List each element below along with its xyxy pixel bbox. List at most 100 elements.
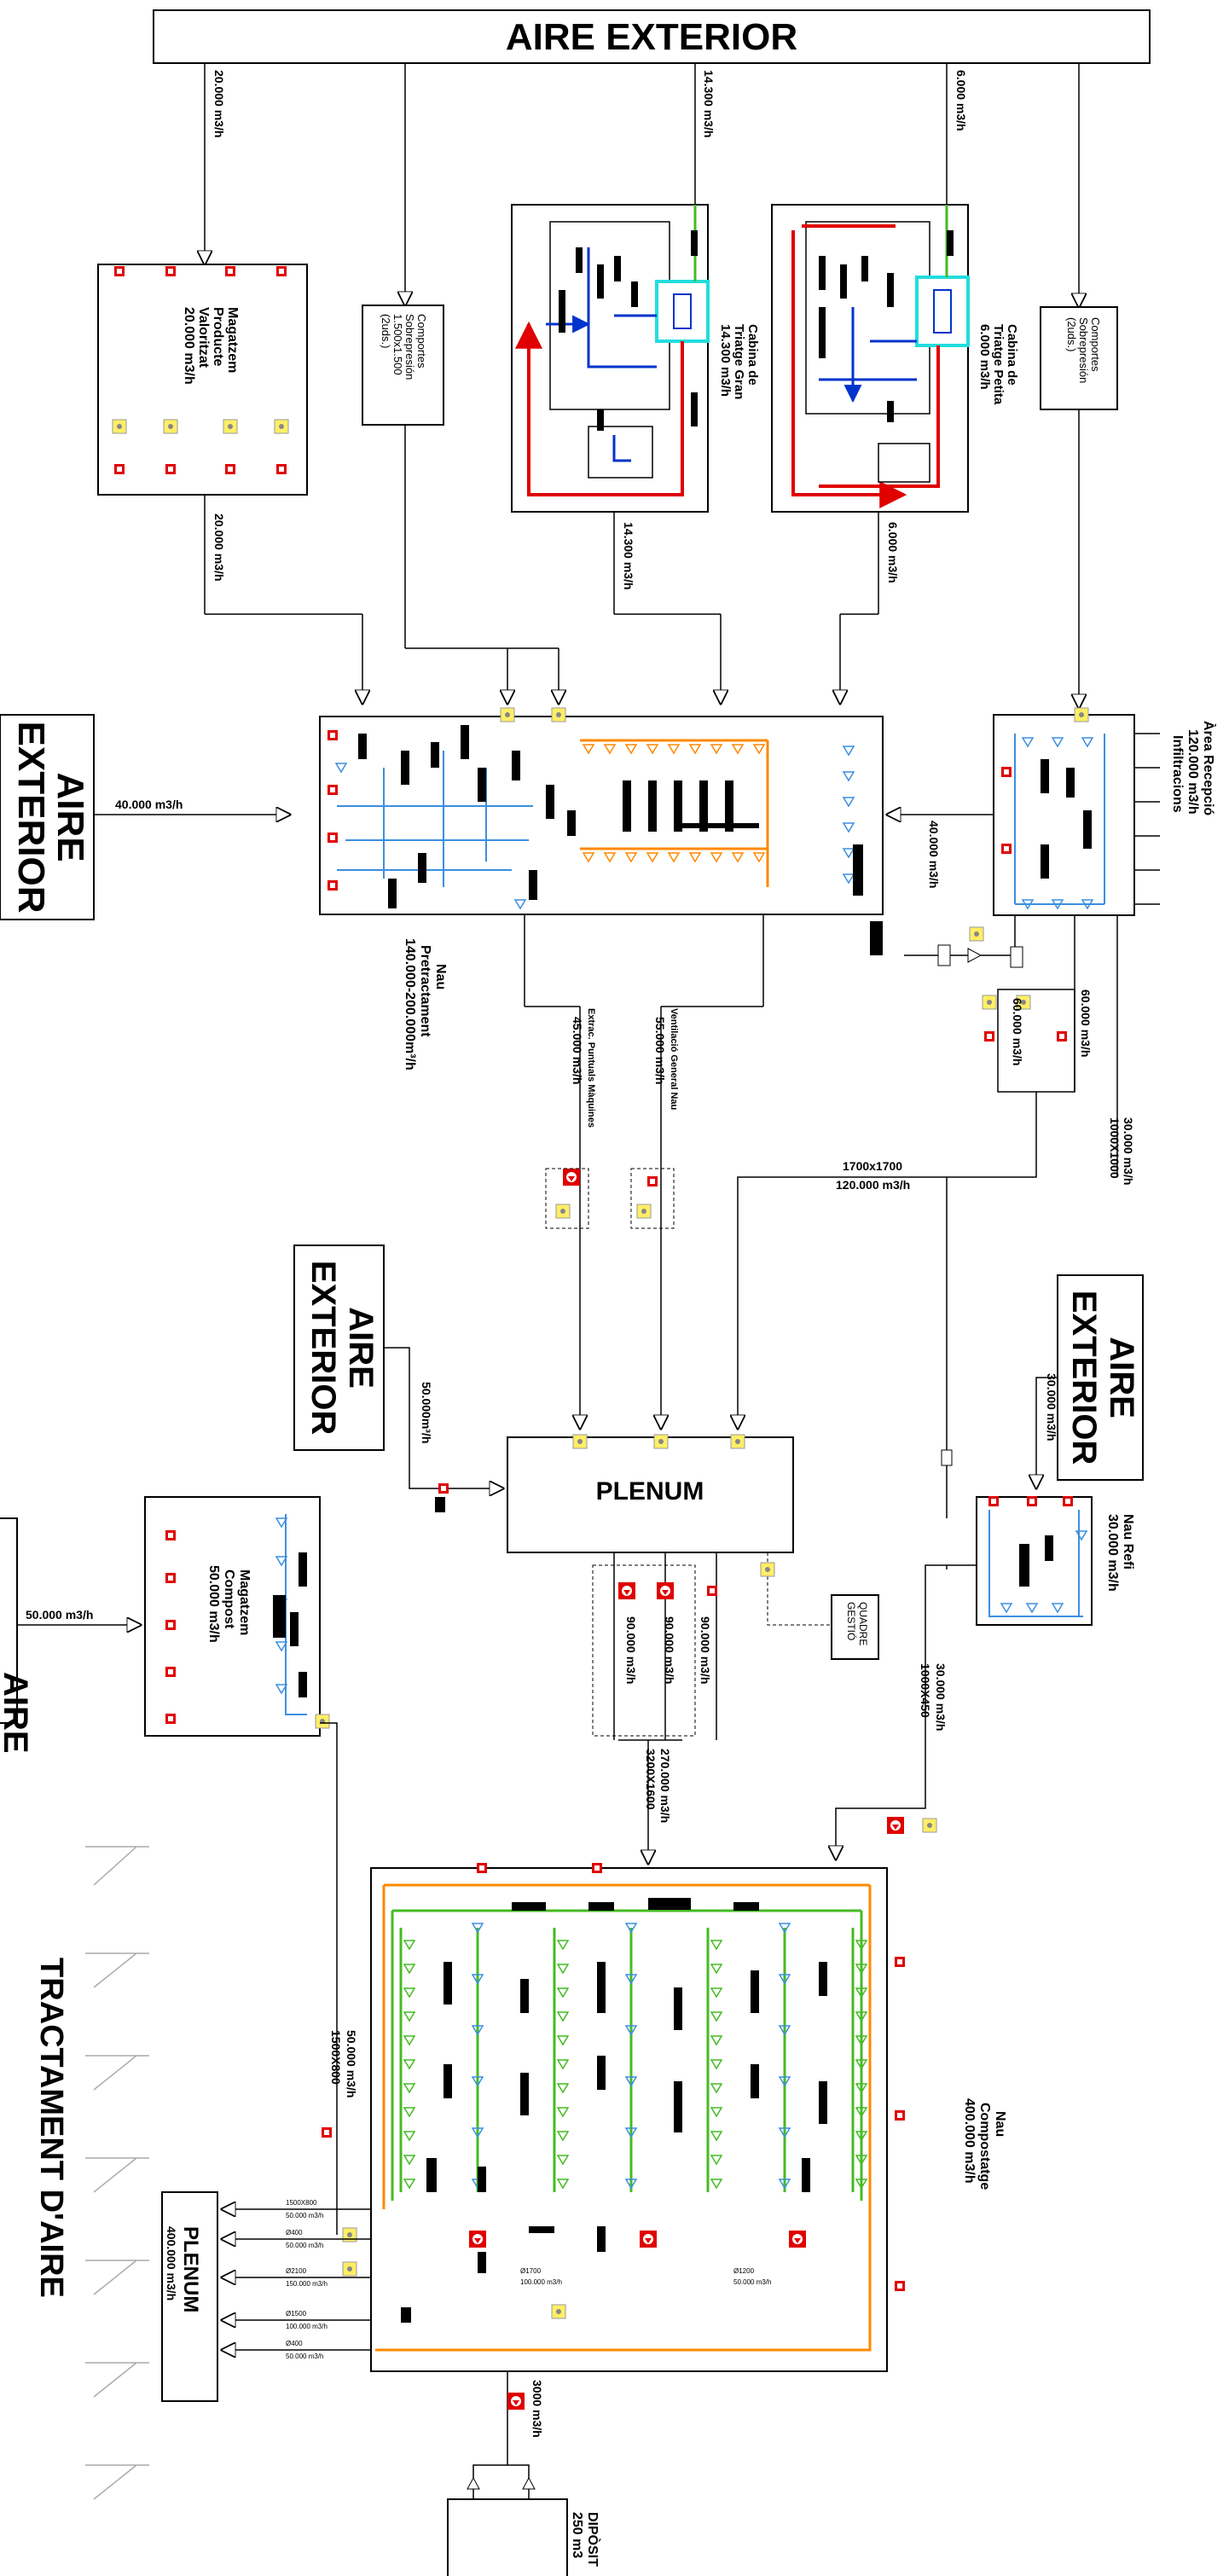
comportes-1-label: Comportes Sobrepresión 1.500x1.500 (2uds… (380, 314, 428, 380)
svg-text:100.000 m3/h: 100.000 m3/h (286, 2323, 328, 2330)
svg-text:6.000 m3/h: 6.000 m3/h (977, 324, 992, 390)
aire-exterior-right-l2: EXTERIOR (1065, 1291, 1103, 1465)
nau-pretractament-box (319, 716, 884, 915)
duct-size-labels: 1500X800 50.000 m3/h Ø400 50.000 m3/h Ø210… (286, 2199, 771, 2360)
quadre-gestio-label: QUADRE GESTIÓ (845, 1602, 869, 1645)
svg-text:14.300 m3/h: 14.300 m3/h (718, 324, 733, 397)
svg-text:Nau Refi: Nau Refi (1121, 1514, 1135, 1569)
diposit-box (447, 2498, 568, 2576)
cabina-petita-box (771, 204, 969, 513)
flow-14300-top: 14.300 m3/h (702, 70, 716, 137)
nau-refi-label: Nau Refi 30.000 m3/h (1105, 1514, 1135, 1592)
flow-90000-a: 90.000 m3/h (624, 1616, 638, 1684)
aire-exterior-mid-l1: AIRE (342, 1307, 380, 1389)
area-recepcio-box (993, 714, 1135, 916)
svg-text:Compost: Compost (222, 1569, 236, 1629)
svg-text:20.000 m3/h: 20.000 m3/h (182, 307, 196, 385)
aire-exterior-mid-box (293, 1244, 385, 1451)
flow-120000: 120.000 m3/h (836, 1178, 910, 1192)
svg-text:150.000 m3/h: 150.000 m3/h (286, 2280, 328, 2288)
flow-60000-a: 60.000 m3/h (1079, 989, 1093, 1057)
ventilacio-label: Ventilació General Nau (669, 1008, 679, 1110)
plenum-2-flow: 400.000 m3/h (165, 2226, 178, 2300)
svg-text:Nau: Nau (993, 2111, 1007, 2137)
area-recepcio-label: Àrea Recepció 120.000 m3/h Infiltracions (1170, 721, 1217, 815)
svg-text:Ø2100: Ø2100 (286, 2267, 307, 2275)
svg-text:Valoritzat: Valoritzat (196, 307, 211, 368)
svg-text:QUADRE: QUADRE (857, 1602, 869, 1645)
svg-text:Producte: Producte (211, 307, 225, 366)
svg-text:140.000-200.000m³/h: 140.000-200.000m³/h (403, 938, 417, 1070)
nau-refi-box (976, 1496, 1093, 1626)
nau-compostatge-box (370, 1867, 888, 2372)
flow-40000-right: 40.000 m3/h (927, 821, 941, 888)
flow-6000-top: 6.000 m3/h (954, 70, 968, 131)
magatzem-producte-box (97, 264, 308, 496)
svg-text:1500X800: 1500X800 (286, 2199, 317, 2207)
svg-text:50.000 m3/h: 50.000 m3/h (733, 2278, 771, 2286)
flow-30000-ext: 30.000 m3/h (1045, 1373, 1058, 1441)
svg-text:GESTIÓ: GESTIÓ (845, 1602, 858, 1640)
svg-text:Àrea Recepció: Àrea Recepció (1201, 721, 1217, 815)
svg-text:Magatzem: Magatzem (225, 307, 240, 373)
flow-1000x1000: 1000X1000 (1108, 1117, 1122, 1179)
flow-1700: 1700x1700 (843, 1159, 902, 1173)
cabina-gran-box (511, 204, 709, 513)
svg-text:250 m3: 250 m3 (570, 2512, 584, 2558)
plenum-2-title: PLENUM (179, 2226, 202, 2312)
svg-text:50.000 m3/h: 50.000 m3/h (286, 2353, 323, 2360)
flow-1500x800: 1500X800 (329, 2030, 343, 2085)
svg-text:100.000 m3/h: 100.000 m3/h (520, 2278, 562, 2286)
nau-compostatge-label: Nau Compostatge 400.000 m3/h (962, 2098, 1007, 2190)
plenum-2-box (161, 2191, 218, 2402)
plenum-title: PLENUM (596, 1477, 704, 1506)
svg-text:400.000 m3/h: 400.000 m3/h (962, 2098, 977, 2184)
svg-text:Ø1200: Ø1200 (733, 2267, 755, 2275)
svg-text:Ø1700: Ø1700 (520, 2267, 542, 2275)
aire-exterior-left-l2: EXTERIOR (10, 722, 52, 914)
aire-exterior-right-l1: AIRE (1103, 1337, 1140, 1419)
magatzem-compost-label: Magatzem Compost 50.000 m3/h (206, 1565, 252, 1643)
svg-text:Ø1500: Ø1500 (286, 2310, 307, 2318)
quadre-gestio-box (831, 1594, 879, 1660)
aire-exterior-top-box (153, 9, 1151, 64)
svg-text:(2uds.): (2uds.) (380, 314, 392, 348)
flow-1000x450: 1000X450 (919, 1663, 932, 1718)
svg-text:Sobrepresión: Sobrepresión (403, 314, 416, 380)
plenum-box (507, 1436, 794, 1553)
flow-14300-bottom: 14.300 m3/h (622, 522, 635, 589)
svg-text:50.000 m3/h: 50.000 m3/h (206, 1565, 221, 1643)
flow-3200: 3200X1600 (644, 1749, 658, 1810)
comportes-1-box (362, 305, 444, 426)
svg-text:Comportes: Comportes (415, 314, 428, 368)
extrac-label: Extrac. Puntuals Màquines (586, 1008, 596, 1128)
svg-text:Ø400: Ø400 (286, 2229, 303, 2237)
svg-text:Cabina de: Cabina de (1005, 324, 1019, 386)
svg-text:Pretractament: Pretractament (418, 945, 432, 1037)
svg-text:Ø400: Ø400 (286, 2340, 303, 2347)
aire-exterior-mid-l2: EXTERIOR (304, 1261, 342, 1436)
cabina-petita-label: Cabina de Triatge Petita 6.000 m3/h (977, 324, 1019, 405)
flow-90000-c: 90.000 m3/h (699, 1616, 712, 1684)
svg-text:Infiltracions: Infiltracions (1170, 735, 1185, 813)
flow-60000-b: 60.000 m3/h (1011, 998, 1024, 1065)
svg-text:Compostatge: Compostatge (977, 2103, 992, 2190)
diposit-label: DIPÒSIT 250 m3 (570, 2512, 601, 2567)
comportes-2-label: Comportes Sobrepresión (2uds.) (1065, 317, 1102, 383)
svg-text:Triatge Gran: Triatge Gran (732, 324, 746, 399)
flow-30000: 30.000 m3/h (1122, 1117, 1135, 1185)
flow-20000-bottom: 20.000 m3/h (212, 513, 226, 581)
svg-text:Magatzem: Magatzem (237, 1569, 252, 1635)
aire-exterior-top-title: AIRE EXTERIOR (506, 16, 797, 58)
cabina-gran-label: Cabina de Triatge Gran 14.300 m3/h (718, 324, 760, 399)
flow-3000: 3000 m3/h (530, 2380, 544, 2438)
flow-55000: 55.000 m3/h (653, 1017, 667, 1084)
aire-exterior-left-l1: AIRE (49, 772, 91, 862)
flow-50000-duct: 50.000 m3/h (345, 2030, 358, 2097)
flow-30000-b: 30.000 m3/h (934, 1663, 948, 1731)
flow-6000-bottom: 6.000 m3/h (886, 522, 900, 583)
comportes-2-box (1040, 306, 1118, 410)
nau-pretractament-label: Nau Pretractament 140.000-200.000m³/h (403, 938, 448, 1070)
svg-text:30.000 m3/h: 30.000 m3/h (1105, 1514, 1120, 1592)
